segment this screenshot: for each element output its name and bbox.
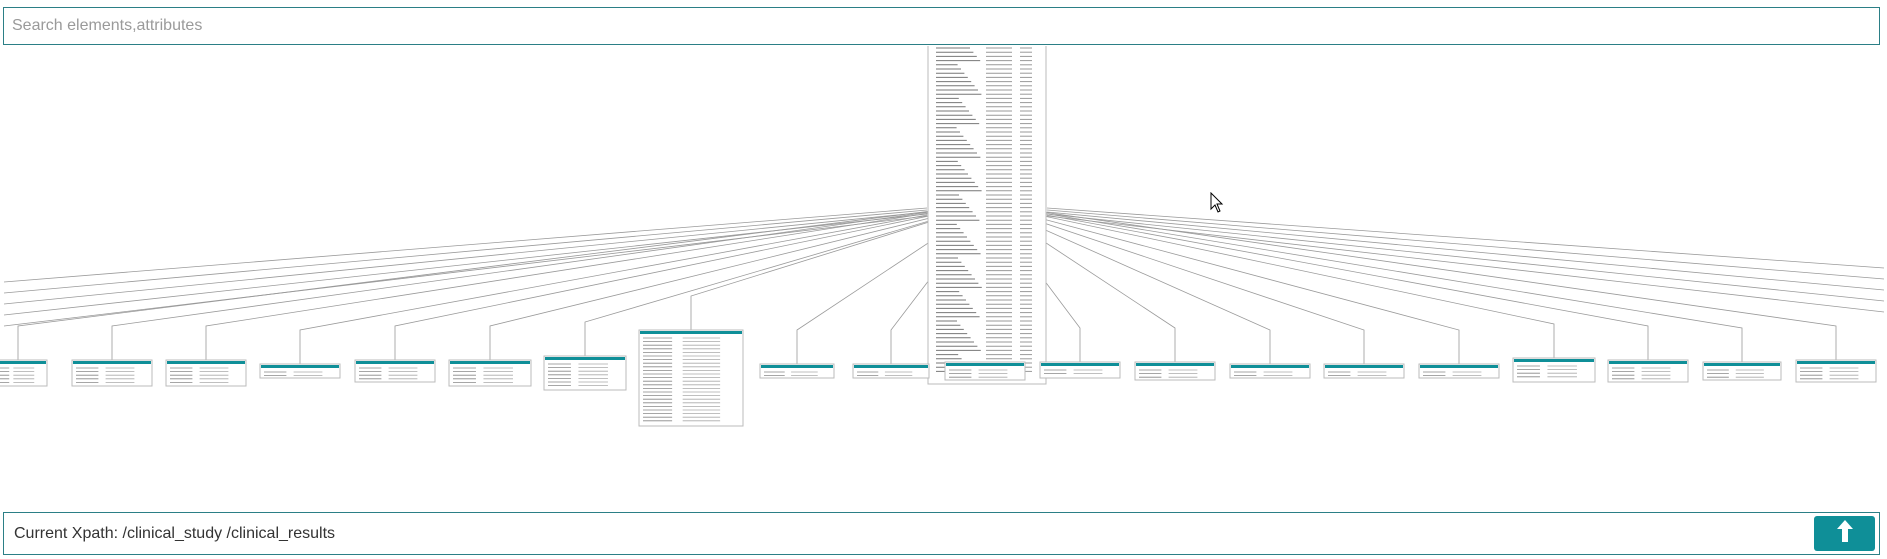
- child-node: [543, 355, 627, 391]
- search-box[interactable]: [3, 7, 1880, 45]
- edge: [986, 203, 1271, 364]
- child-node-header: [450, 361, 530, 364]
- child-node: [1134, 361, 1216, 381]
- edge: [1046, 215, 1885, 313]
- edge: [986, 203, 1460, 364]
- child-node: [354, 359, 436, 383]
- search-input[interactable]: [4, 8, 1879, 44]
- child-node: [71, 359, 153, 387]
- schema-tree-diagram[interactable]: [0, 46, 1887, 508]
- child-node: [1607, 359, 1689, 383]
- child-node-header: [356, 361, 434, 364]
- edge: [986, 203, 1837, 360]
- child-node-header: [1136, 363, 1214, 366]
- edge: [299, 203, 988, 364]
- child-node-header: [1704, 363, 1780, 366]
- navigate-up-button[interactable]: [1814, 516, 1875, 551]
- edge: [17, 203, 988, 360]
- arrow-up-icon: [1834, 518, 1856, 549]
- child-node-header: [545, 357, 625, 360]
- child-node-header: [1609, 361, 1687, 364]
- edge: [1046, 207, 1885, 269]
- child-node-header: [73, 361, 151, 364]
- child-node: [448, 359, 532, 387]
- tree-canvas[interactable]: [0, 46, 1887, 508]
- child-node: [1702, 361, 1782, 381]
- edge: [584, 203, 988, 356]
- edge: [986, 203, 1176, 362]
- child-node-header: [854, 365, 928, 368]
- edge: [1046, 209, 1885, 280]
- edge: [111, 203, 988, 360]
- child-node: [165, 359, 247, 387]
- xpath-bar: Current Xpath: /clinical_study /clinical…: [3, 512, 1880, 555]
- child-node-header: [1420, 365, 1498, 368]
- child-node-header: [1325, 365, 1403, 368]
- current-xpath-label: Current Xpath: /clinical_study /clinical…: [14, 525, 336, 542]
- edge: [986, 203, 1649, 360]
- child-node-header: [1041, 363, 1119, 366]
- edge: [394, 203, 988, 360]
- child-node-header: [640, 331, 742, 334]
- child-node: [944, 361, 1026, 381]
- edge: [1046, 213, 1885, 302]
- edge: [3, 207, 928, 283]
- child-node-header: [167, 361, 245, 364]
- edge: [690, 203, 988, 330]
- child-node-header: [761, 365, 833, 368]
- child-node-header: [1797, 361, 1875, 364]
- edge: [3, 215, 928, 327]
- edge: [986, 203, 1743, 362]
- edge: [986, 203, 1555, 358]
- child-node-header: [261, 365, 339, 368]
- child-node-header: [946, 363, 1024, 366]
- child-node-header: [1231, 365, 1309, 368]
- child-node-header: [1514, 359, 1594, 362]
- edge: [796, 203, 988, 364]
- mouse-pointer-icon: [1210, 191, 1224, 219]
- edge: [1046, 211, 1885, 291]
- edge: [986, 203, 1365, 364]
- edge: [489, 203, 988, 360]
- child-node: [1795, 359, 1877, 383]
- edge: [3, 211, 928, 305]
- edge: [3, 209, 928, 294]
- child-node-header: [0, 361, 46, 364]
- child-node: [0, 359, 48, 387]
- edge: [205, 203, 988, 360]
